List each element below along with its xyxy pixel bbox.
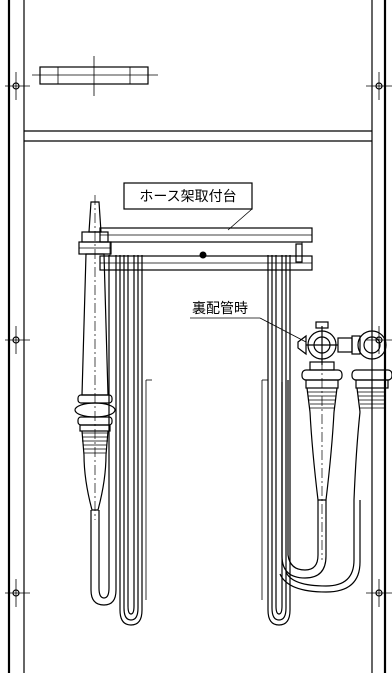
hose-rack-callout: ホース架取付台 <box>123 182 253 231</box>
hose-rack-base <box>99 227 313 271</box>
cabinet-frame <box>7 0 387 673</box>
rack-latch <box>295 243 303 263</box>
handle-slot <box>32 56 158 96</box>
rear-piping-label: 裏配管時 <box>192 300 248 317</box>
hose-rack-label: ホース架取付台 <box>139 189 236 205</box>
mounting-marks <box>5 72 392 607</box>
valve-body-second <box>351 330 387 360</box>
valve-body <box>297 321 353 371</box>
mount-mark-left-bottom <box>5 579 30 607</box>
mount-mark-right-top <box>366 72 392 100</box>
nozzle-left-threads <box>81 430 109 456</box>
hose-loop-left <box>119 255 152 626</box>
mount-mark-right-bottom <box>366 579 392 607</box>
hose-loop-right <box>261 255 291 626</box>
mount-mark-left-top <box>5 72 30 100</box>
mount-mark-left-mid <box>5 326 30 354</box>
nozzle-left <box>74 195 117 606</box>
nozzle-right-1 <box>281 360 343 579</box>
rear-piping-callout: 裏配管時 <box>190 300 307 343</box>
rack-bolt <box>199 251 207 259</box>
nozzle-right-2 <box>279 369 392 593</box>
